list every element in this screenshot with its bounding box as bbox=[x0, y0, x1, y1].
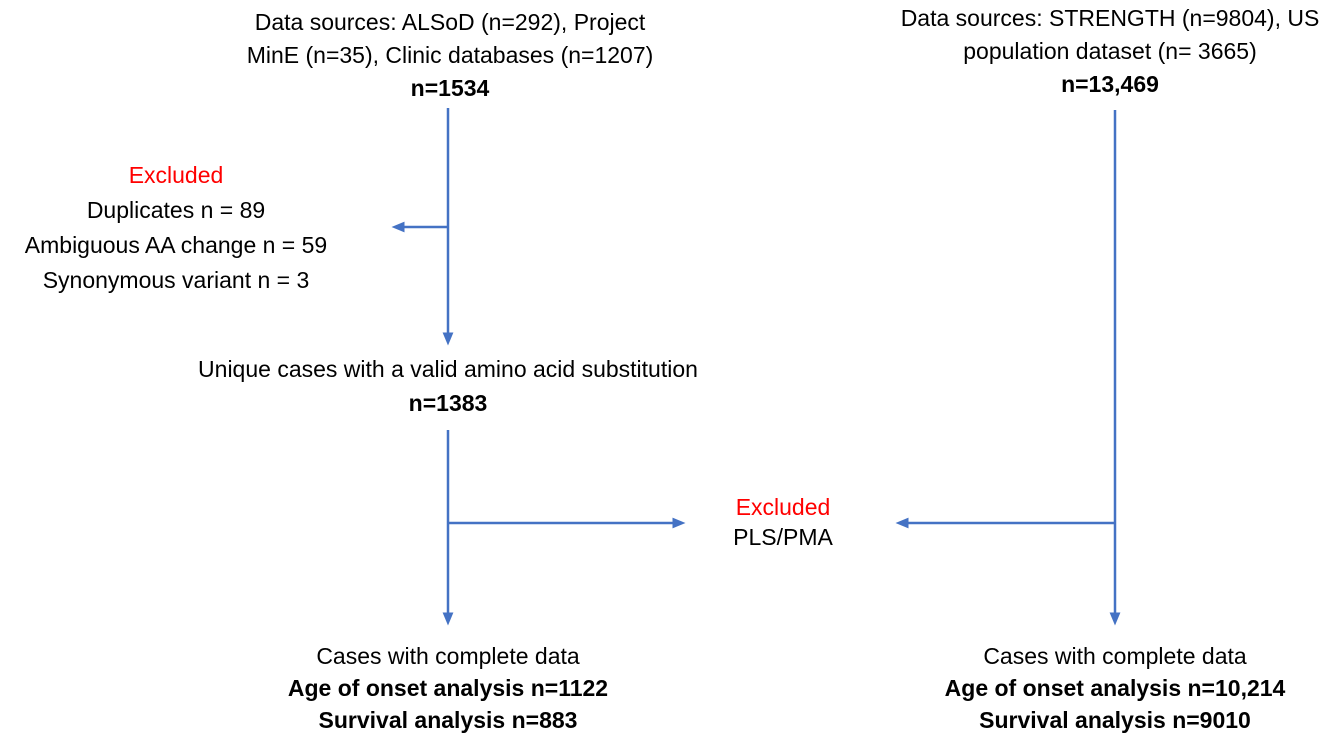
complete-right-title: Cases with complete data bbox=[983, 643, 1247, 669]
node-source-left: Data sources: ALSoD (n=292), Project Min… bbox=[150, 6, 750, 105]
excluded-middle-item: PLS/PMA bbox=[733, 524, 833, 550]
complete-left-survival: Survival analysis n=883 bbox=[318, 707, 578, 733]
node-source-right: Data sources: STRENGTH (n=9804), US popu… bbox=[865, 2, 1342, 101]
unique-cases-total: n=1383 bbox=[408, 390, 488, 416]
source-right-line2: population dataset (n= 3665) bbox=[963, 38, 1257, 64]
source-right-line1: Data sources: STRENGTH (n=9804), US bbox=[900, 5, 1320, 31]
complete-left-title: Cases with complete data bbox=[316, 643, 580, 669]
complete-right-age-of-onset: Age of onset analysis n=10,214 bbox=[944, 675, 1286, 701]
source-left-line1: Data sources: ALSoD (n=292), Project bbox=[254, 9, 646, 35]
complete-left-age-of-onset: Age of onset analysis n=1122 bbox=[287, 675, 609, 701]
unique-cases-line1: Unique cases with a valid amino acid sub… bbox=[198, 356, 698, 382]
node-excluded-left: Excluded Duplicates n = 89 Ambiguous AA … bbox=[1, 158, 351, 298]
excluded-left-item-ambiguous: Ambiguous AA change n = 59 bbox=[24, 232, 328, 258]
excluded-middle-label: Excluded bbox=[735, 494, 831, 520]
node-complete-right: Cases with complete data Age of onset an… bbox=[865, 640, 1342, 736]
node-complete-left: Cases with complete data Age of onset an… bbox=[198, 640, 698, 736]
excluded-left-item-duplicates: Duplicates n = 89 bbox=[86, 197, 266, 223]
source-right-total: n=13,469 bbox=[1061, 71, 1159, 97]
source-left-total: n=1534 bbox=[410, 75, 490, 101]
complete-right-survival: Survival analysis n=9010 bbox=[979, 707, 1251, 733]
source-left-line2: MinE (n=35), Clinic databases (n=1207) bbox=[246, 42, 654, 68]
node-excluded-middle: Excluded PLS/PMA bbox=[683, 492, 883, 552]
excluded-left-label: Excluded bbox=[128, 162, 224, 188]
excluded-left-item-synonymous: Synonymous variant n = 3 bbox=[42, 267, 310, 293]
node-unique-cases: Unique cases with a valid amino acid sub… bbox=[148, 352, 748, 420]
